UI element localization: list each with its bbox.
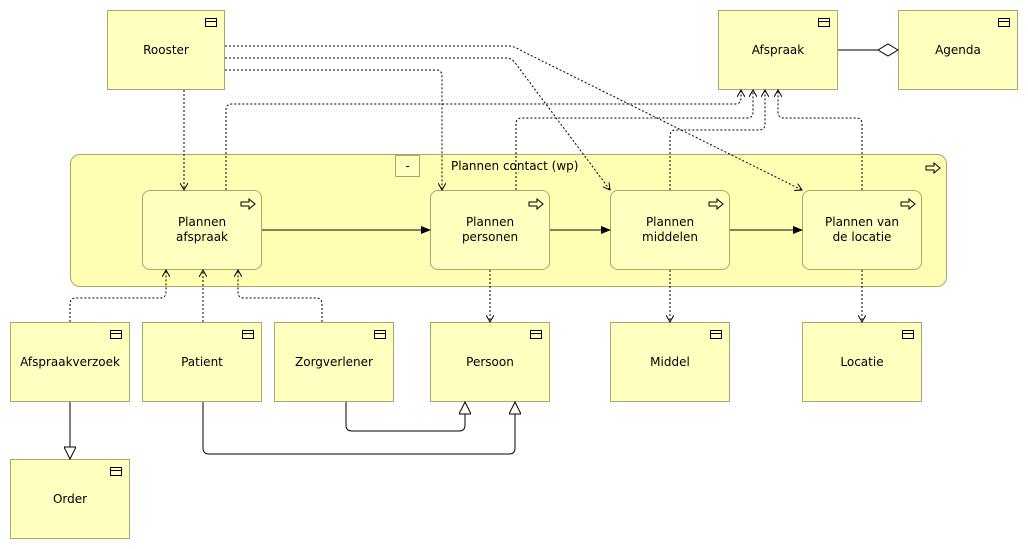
object-label: Afspraakverzoek <box>20 354 120 369</box>
process-label: Plannen afspraak <box>175 215 229 244</box>
group-title: Plannen contact (wp) <box>451 159 579 173</box>
process-arrow-icon <box>708 198 724 210</box>
object-label: Agenda <box>935 42 981 57</box>
process-plannen-locatie[interactable]: Plannen van de locatie <box>802 190 922 270</box>
business-object-icon <box>110 467 122 476</box>
business-object-icon <box>242 330 254 339</box>
process-arrow-icon <box>900 198 916 210</box>
object-order[interactable]: Order <box>10 459 130 539</box>
business-object-icon <box>374 330 386 339</box>
business-object-icon <box>205 18 217 27</box>
specialization-patient-persoon <box>202 402 515 455</box>
business-object-icon <box>710 330 722 339</box>
business-object-icon <box>998 18 1010 27</box>
object-rooster[interactable]: Rooster <box>107 10 225 90</box>
object-patient[interactable]: Patient <box>142 322 262 402</box>
business-object-icon <box>530 330 542 339</box>
object-label: Zorgverlener <box>295 354 373 369</box>
process-label: Plannen middelen <box>642 215 698 244</box>
object-label: Persoon <box>466 354 514 369</box>
object-afspraakverzoek[interactable]: Afspraakverzoek <box>10 322 130 402</box>
object-label: Rooster <box>143 42 189 57</box>
business-object-icon <box>818 18 830 27</box>
access-zorgverlener-plannen-afspraak <box>238 270 323 322</box>
access-afspraakverzoek-plannen-afspraak <box>69 270 166 322</box>
specialization-zorgverlener-persoon <box>345 402 465 432</box>
object-label: Middel <box>650 354 690 369</box>
object-label: Locatie <box>840 354 884 369</box>
access-rooster-plannen-locatie <box>225 45 802 190</box>
object-locatie[interactable]: Locatie <box>802 322 922 402</box>
object-label: Patient <box>181 354 223 369</box>
object-label: Afspraak <box>751 42 805 57</box>
process-label: Plannen van de locatie <box>825 215 899 244</box>
process-plannen-personen[interactable]: Plannen personen <box>430 190 550 270</box>
business-object-icon <box>110 330 122 339</box>
process-label: Plannen personen <box>461 215 519 244</box>
access-rooster-plannen-middelen <box>225 57 610 190</box>
object-middel[interactable]: Middel <box>610 322 730 402</box>
access-plannen-personen-afspraak <box>515 90 753 190</box>
object-agenda[interactable]: Agenda <box>898 10 1018 90</box>
process-arrow-icon <box>528 198 544 210</box>
object-zorgverlener[interactable]: Zorgverlener <box>274 322 394 402</box>
object-label: Order <box>52 491 88 506</box>
access-plannen-middelen-afspraak <box>669 90 765 190</box>
process-plannen-middelen[interactable]: Plannen middelen <box>610 190 730 270</box>
access-plannen-afspraak-afspraak <box>225 90 741 190</box>
process-arrow-icon <box>925 162 941 174</box>
collapse-button[interactable]: - <box>395 155 420 177</box>
object-afspraak[interactable]: Afspraak <box>718 10 838 90</box>
process-plannen-afspraak[interactable]: Plannen afspraak <box>142 190 262 270</box>
object-persoon[interactable]: Persoon <box>430 322 550 402</box>
process-arrow-icon <box>240 198 256 210</box>
access-rooster-plannen-personen <box>225 69 442 190</box>
business-object-icon <box>902 330 914 339</box>
access-plannen-locatie-afspraak <box>778 90 863 190</box>
aggregation-diamond <box>877 43 899 57</box>
